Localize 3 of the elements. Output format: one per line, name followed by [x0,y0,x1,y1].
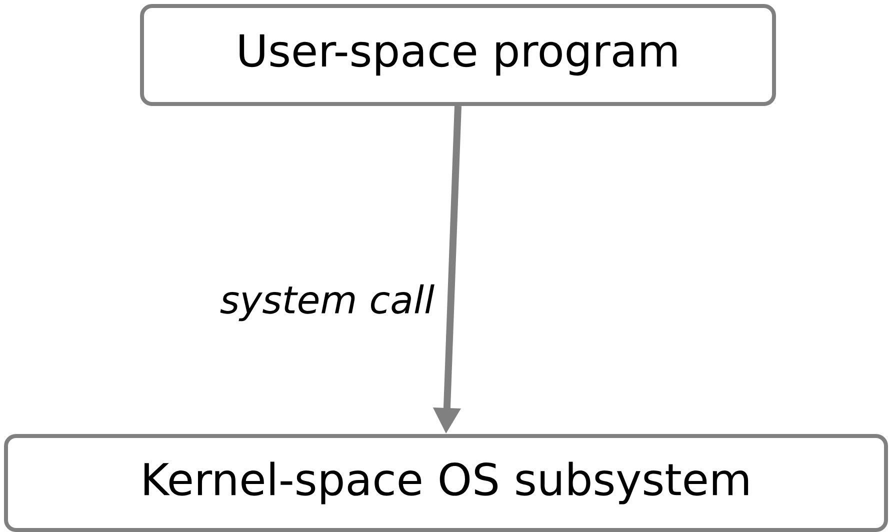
edge-label: system call [220,284,434,322]
process-box: Kernel-space OS subsystem [4,434,888,532]
process-box: User-space program [140,4,776,106]
